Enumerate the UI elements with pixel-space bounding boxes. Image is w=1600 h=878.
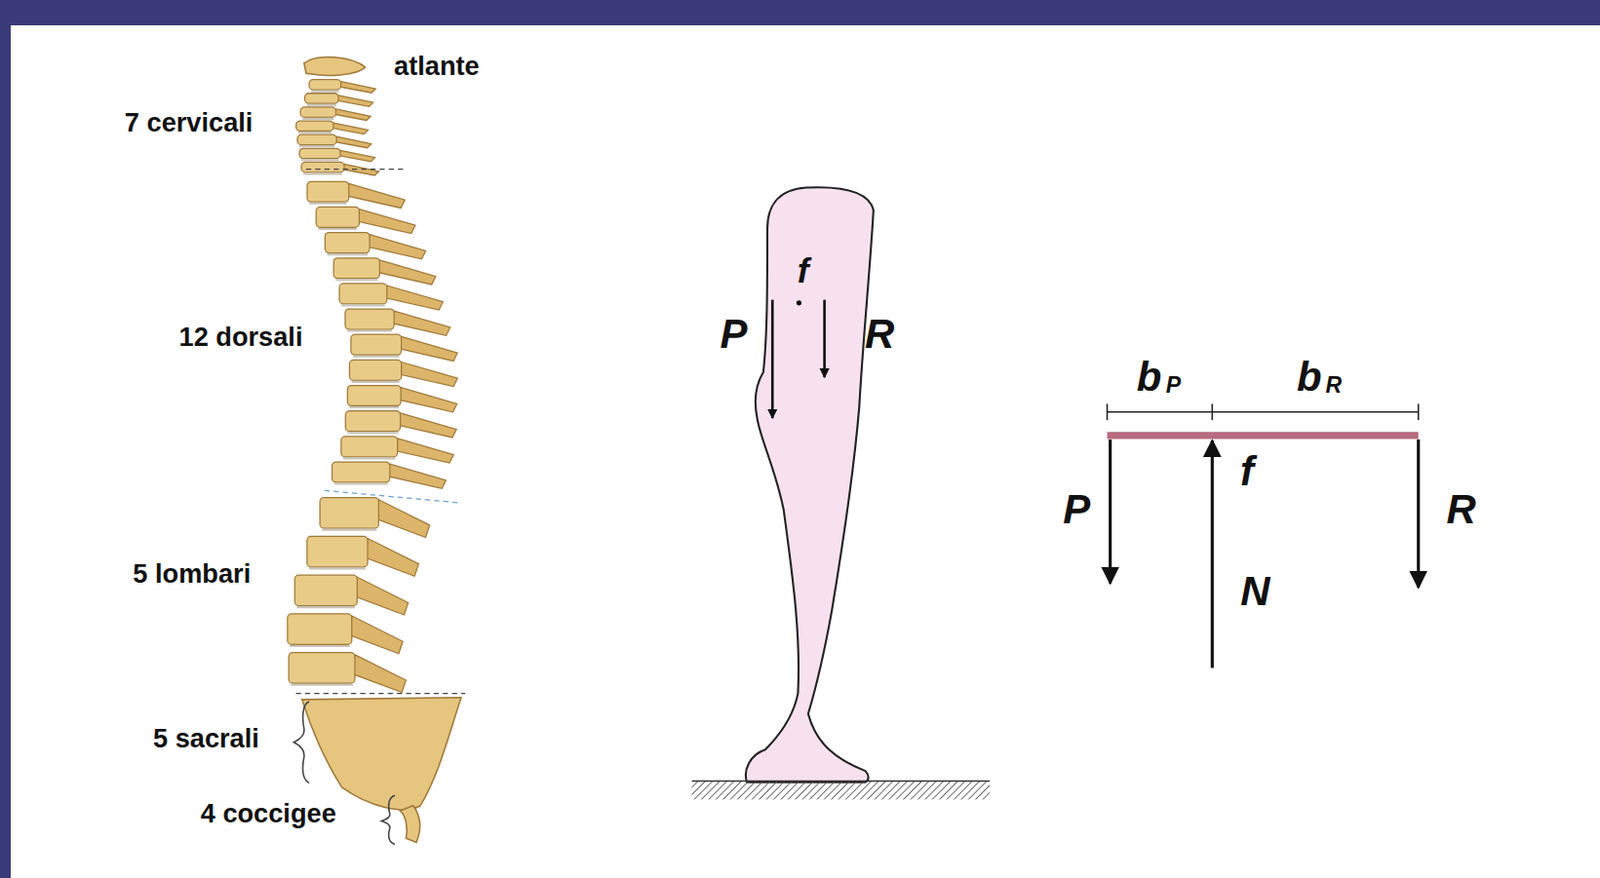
fulcrum-label: f: [797, 254, 810, 290]
force-label: P: [1062, 489, 1091, 531]
spine-region-label: 4 coccigee: [200, 800, 337, 827]
arm-label: b: [1296, 356, 1323, 398]
force-label: R: [1446, 489, 1477, 531]
spine-region-label: 7 cervicali: [124, 109, 254, 136]
arm-subscript: R: [1326, 374, 1343, 397]
force-label: N: [1240, 571, 1270, 613]
arm-label: b: [1136, 356, 1163, 398]
spine-region-label: atlante: [393, 52, 480, 79]
spine-region-label: 5 sacrali: [153, 725, 260, 752]
spine-region-label: 5 lombari: [132, 560, 251, 587]
lever-diagram: [1107, 403, 1419, 668]
force-label: P: [719, 313, 747, 355]
spine-illustration: [287, 57, 466, 846]
leg-illustration: [692, 187, 991, 800]
spine-region-label: 12 dorsali: [179, 323, 304, 351]
arm-subscript: P: [1166, 374, 1181, 397]
force-label: R: [864, 313, 895, 355]
fulcrum-label: f: [1240, 451, 1254, 493]
